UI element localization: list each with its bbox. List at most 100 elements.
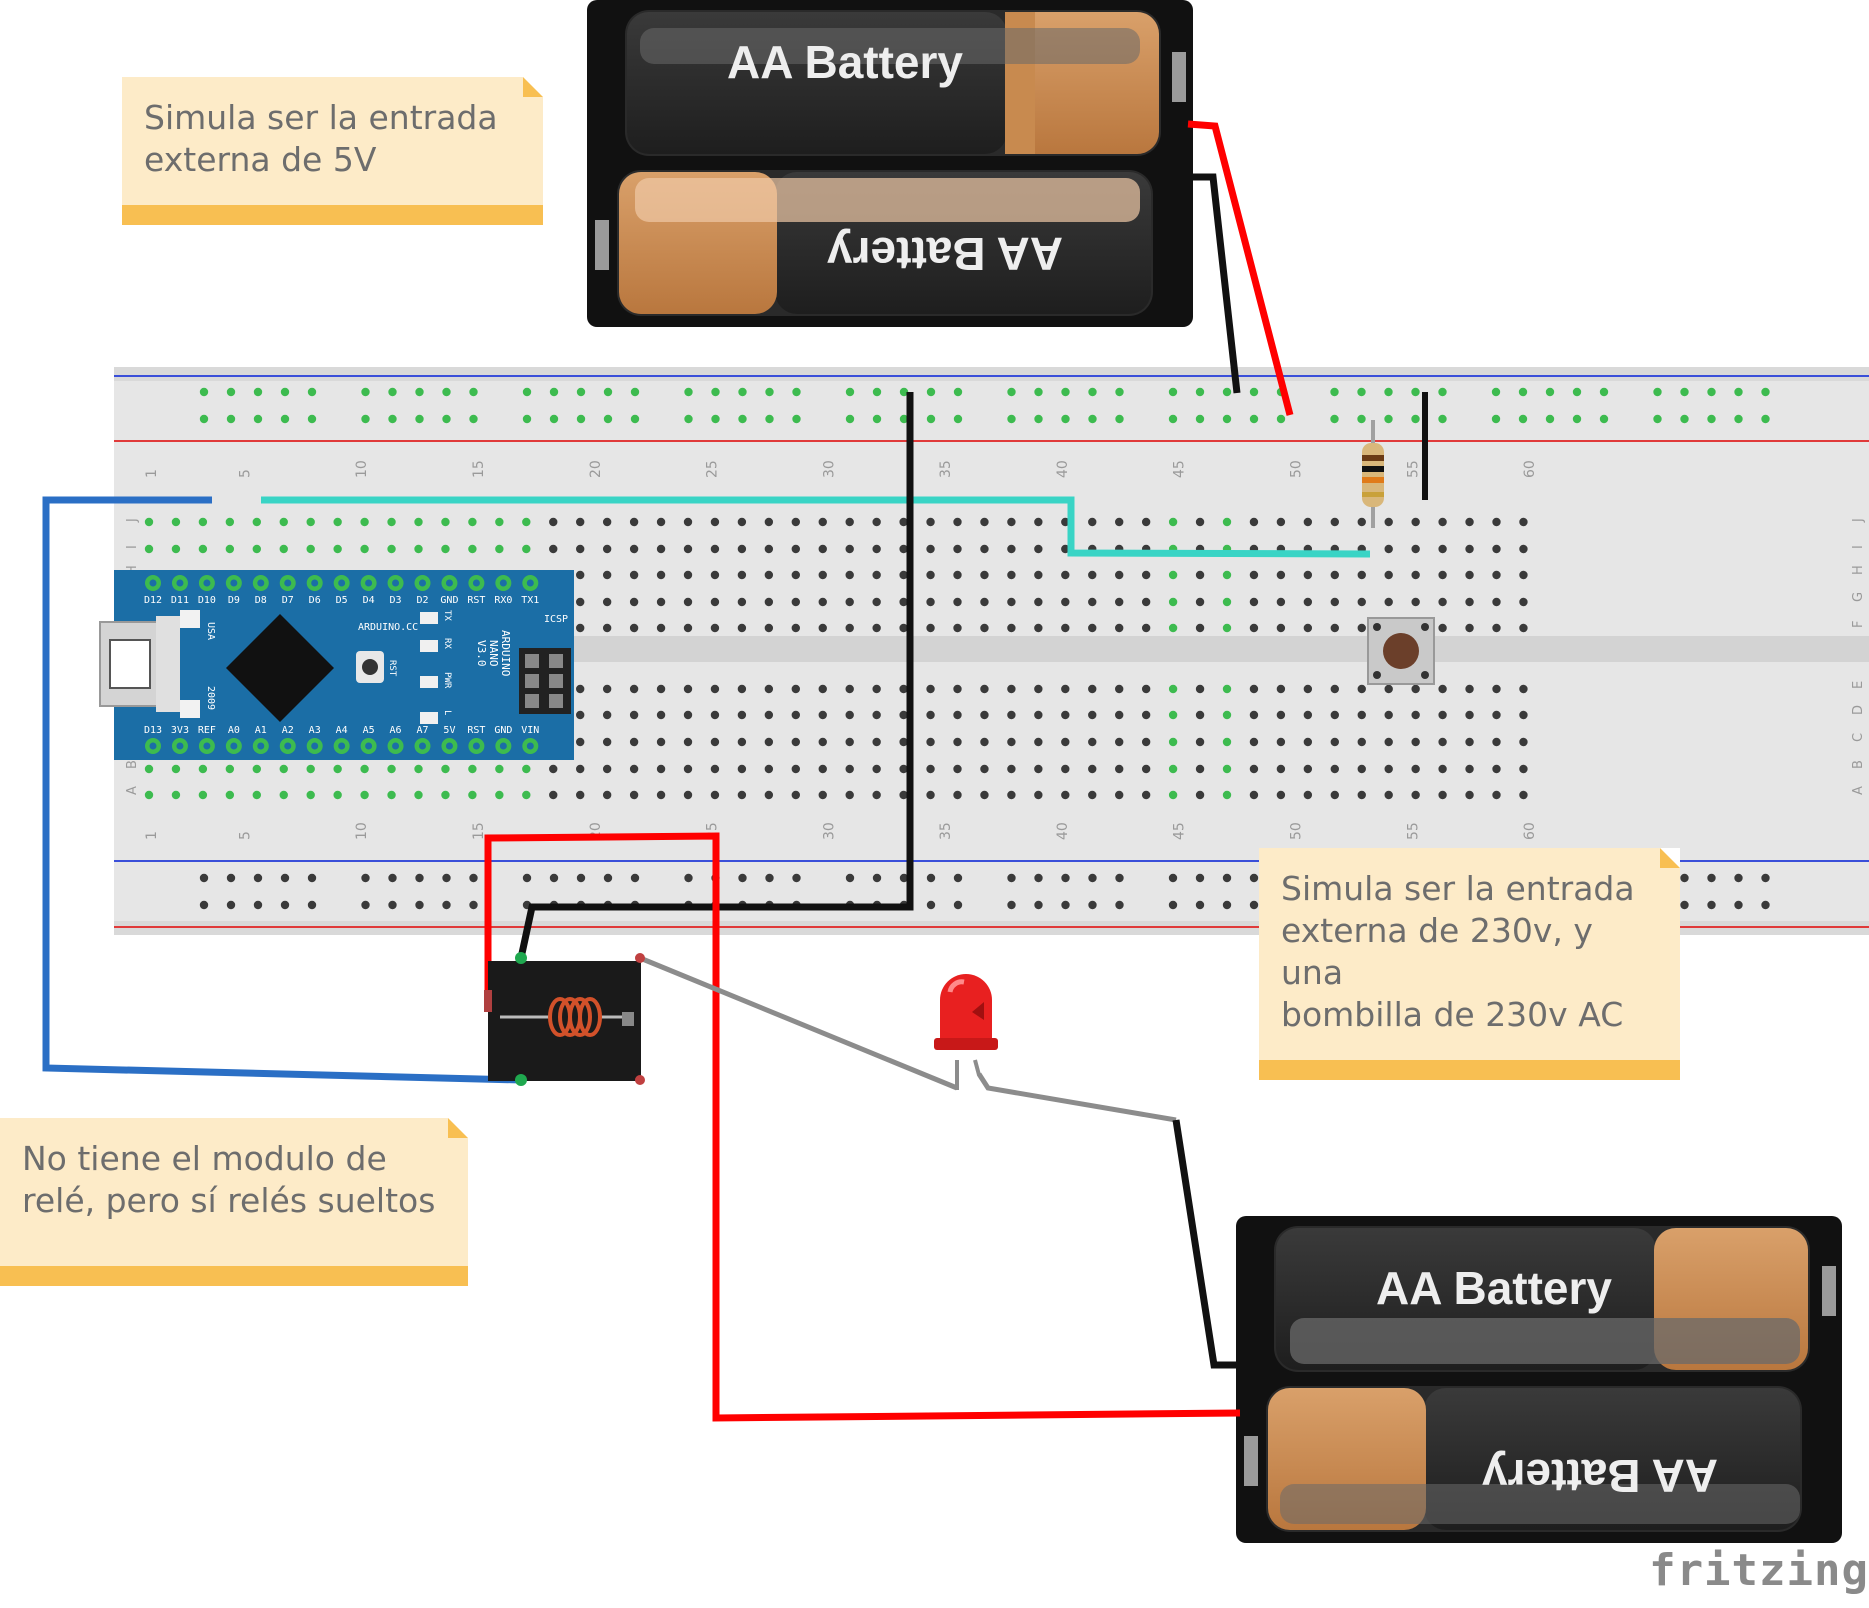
rail-hole	[442, 414, 451, 424]
rail-hole	[361, 873, 370, 883]
breadboard-hole	[1438, 623, 1447, 633]
rail-hole	[1034, 900, 1043, 910]
breadboard-hole	[1411, 710, 1420, 720]
arduino-pin-hole	[472, 742, 480, 750]
breadboard-hole	[980, 570, 989, 580]
breadboard-hole	[1330, 764, 1340, 774]
breadboard-hole	[872, 790, 881, 800]
rail-hole	[226, 873, 236, 883]
rail-hole	[361, 414, 370, 424]
rail-hole	[1411, 387, 1420, 397]
arduino-pin-hole	[472, 579, 480, 587]
breadboard-hole	[764, 623, 774, 633]
rail-hole	[765, 414, 774, 424]
rail-hole	[872, 414, 882, 424]
breadboard-hole	[333, 544, 342, 554]
breadboard-hole	[602, 737, 612, 747]
breadboard-hole	[495, 517, 504, 527]
breadboard-hole	[1465, 737, 1474, 747]
breadboard-hole	[1492, 544, 1501, 554]
breadboard-hole	[1519, 684, 1528, 694]
breadboard-hole	[1303, 737, 1313, 747]
breadboard-hole	[683, 570, 693, 580]
breadboard-hole	[629, 764, 639, 774]
breadboard-hole	[198, 790, 208, 800]
breadboard-hole	[387, 764, 396, 774]
rail-hole	[1357, 387, 1366, 397]
breadboard-hole	[845, 597, 854, 607]
breadboard-hole	[764, 544, 774, 554]
breadboard-hole	[602, 623, 612, 633]
breadboard-hole	[953, 790, 962, 800]
breadboard-hole	[495, 544, 504, 554]
arduino-pin-label: D10	[198, 595, 216, 606]
led-red	[934, 974, 998, 1090]
breadboard-hole	[1519, 517, 1528, 527]
arduino-pin-label: A3	[309, 725, 321, 736]
breadboard-hole	[1438, 544, 1447, 554]
breadboard-hole	[1115, 517, 1124, 527]
arduino-pin-label: A7	[416, 725, 428, 736]
breadboard-hole	[683, 710, 693, 720]
arduino-model-2: NANO	[487, 640, 500, 667]
breadboard-hole	[845, 684, 854, 694]
breadboard-hole	[1088, 764, 1097, 774]
breadboard-hole	[1330, 597, 1340, 607]
breadboard-hole	[1007, 597, 1016, 607]
breadboard-hole	[387, 544, 396, 554]
column-number: 5	[237, 469, 253, 478]
rail-hole	[253, 900, 263, 910]
breadboard-hole	[899, 570, 908, 580]
rail-hole	[738, 387, 747, 397]
rail-hole	[1195, 900, 1205, 910]
breadboard-hole	[602, 790, 612, 800]
breadboard-hole	[1492, 623, 1501, 633]
arduino-pin-label: TX1	[521, 595, 539, 606]
breadboard-hole	[1384, 597, 1393, 607]
breadboard-hole	[441, 544, 450, 554]
breadboard-hole	[1168, 764, 1178, 774]
rail-hole	[1572, 414, 1582, 424]
breadboard-hole	[791, 570, 800, 580]
arduino-pin-hole	[176, 742, 184, 750]
note-relay: No tiene el modulo de relé, pero sí relé…	[0, 1118, 468, 1286]
breadboard-hole	[1195, 790, 1205, 800]
breadboard-hole	[764, 790, 774, 800]
breadboard-hole	[1384, 790, 1393, 800]
breadboard-hole	[1492, 597, 1501, 607]
breadboard-hole	[1034, 623, 1043, 633]
breadboard-hole	[710, 623, 720, 633]
breadboard-hole	[845, 764, 854, 774]
row-letter: A	[1851, 786, 1866, 795]
breadboard-hole	[656, 597, 666, 607]
breadboard-hole	[1141, 764, 1151, 774]
rail-hole	[926, 387, 936, 397]
breadboard-hole	[1303, 597, 1313, 607]
breadboard-hole	[1007, 710, 1016, 720]
column-number: 25	[705, 460, 721, 478]
breadboard-hole	[1519, 544, 1528, 554]
rail-hole	[1734, 387, 1743, 397]
rail-hole	[1007, 387, 1016, 397]
battery-pack-top: AA Battery AA Battery	[587, 0, 1193, 327]
breadboard-hole	[629, 544, 639, 554]
breadboard-hole	[1195, 597, 1205, 607]
arduino-pin-hole	[230, 742, 238, 750]
arduino-pin-label: RST	[467, 725, 485, 736]
breadboard-hole	[737, 764, 747, 774]
breadboard-hole	[576, 544, 585, 554]
breadboard-hole	[1303, 570, 1313, 580]
rail-hole	[1007, 873, 1016, 883]
breadboard-hole	[225, 790, 235, 800]
breadboard-hole	[1438, 684, 1447, 694]
breadboard-hole	[1061, 544, 1070, 554]
breadboard-hole	[818, 517, 827, 527]
row-letter: F	[1851, 621, 1866, 628]
breadboard-hole	[737, 597, 747, 607]
breadboard-hole	[576, 684, 585, 694]
breadboard-hole	[629, 790, 639, 800]
rail-hole	[953, 900, 963, 910]
breadboard-hole	[926, 517, 935, 527]
breadboard-hole	[1438, 764, 1447, 774]
